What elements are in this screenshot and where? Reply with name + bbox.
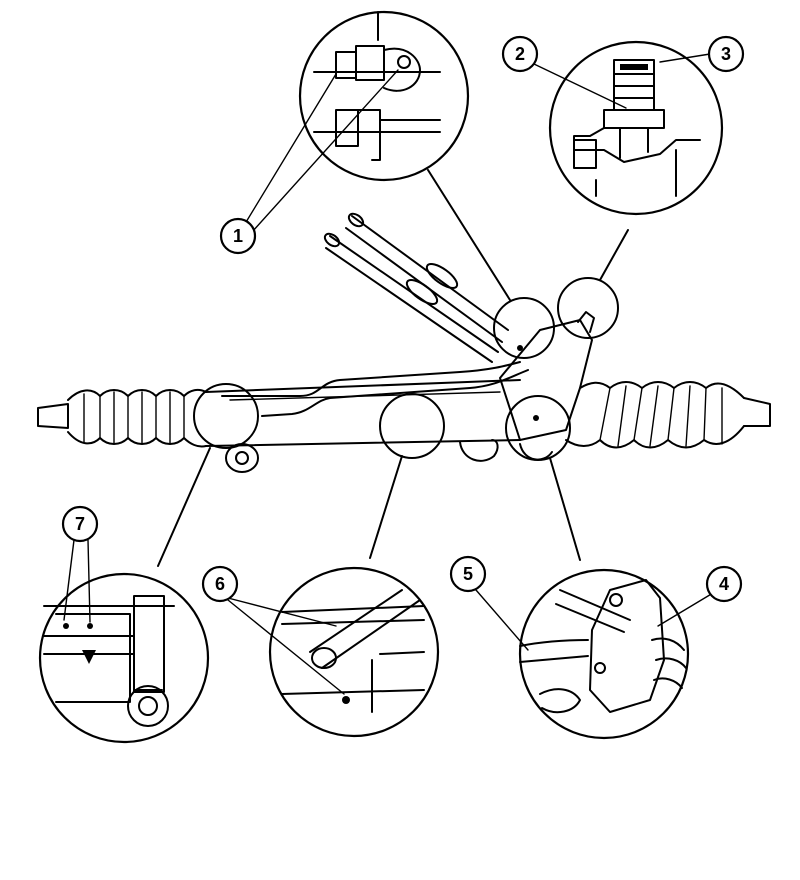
leader-1a — [239, 73, 337, 233]
callout-7-label: 7 — [75, 514, 85, 534]
detail-leaders — [157, 169, 629, 567]
leader-7a — [63, 539, 75, 621]
callout-4: 4 — [705, 565, 743, 603]
marker-1 — [493, 297, 555, 359]
callout-3-label: 3 — [721, 44, 731, 64]
right-boot — [565, 381, 745, 449]
marker-7 — [193, 383, 259, 449]
detail-view-7 — [38, 572, 210, 744]
marker-2-3 — [557, 277, 619, 339]
location-markers — [193, 277, 619, 461]
callout-leaders — [63, 53, 719, 695]
detail-view-2-3 — [548, 40, 724, 216]
leader-3 — [659, 53, 711, 63]
callout-6-label: 6 — [215, 574, 225, 594]
detail-view-6 — [268, 566, 440, 738]
leader-detail-1 — [427, 169, 511, 301]
leader-4 — [657, 589, 719, 627]
housing-top-edge — [205, 379, 521, 393]
callout-5: 5 — [449, 555, 487, 593]
leader-detail-7 — [157, 447, 211, 567]
detail-view-4-5 — [518, 568, 690, 740]
detail-view-1 — [298, 10, 470, 182]
left-tie-rod — [37, 403, 69, 429]
callout-2: 2 — [501, 35, 539, 73]
center-mount — [459, 439, 499, 462]
rack-assembly — [37, 212, 771, 473]
callout-1: 1 — [219, 217, 257, 255]
transfer-tube-2 — [261, 369, 529, 417]
leader-detail-2-3 — [599, 229, 629, 281]
pinion-shaft — [577, 311, 595, 333]
housing-bottom-edge — [205, 439, 521, 447]
leader-detail-6 — [369, 455, 403, 559]
leader-6b — [227, 599, 345, 695]
leader-6a — [227, 597, 337, 627]
callout-7: 7 — [61, 505, 99, 543]
callout-5-label: 5 — [463, 564, 473, 584]
callout-2-label: 2 — [515, 44, 525, 64]
marker-4-5 — [505, 395, 571, 461]
right-tie-rod — [743, 397, 771, 427]
leader-1b — [251, 69, 399, 233]
transfer-tube-1 — [221, 361, 521, 397]
leader-detail-4-5 — [549, 457, 581, 561]
leader-5 — [475, 589, 529, 651]
callout-1-label: 1 — [233, 226, 243, 246]
callout-4-label: 4 — [719, 574, 729, 594]
left-boot — [67, 388, 207, 448]
leader-7b — [87, 539, 91, 623]
pinion-housing — [499, 319, 593, 441]
callout-3: 3 — [707, 35, 745, 73]
marker-6 — [379, 393, 445, 459]
callout-6: 6 — [201, 565, 239, 603]
leader-2 — [533, 63, 627, 109]
